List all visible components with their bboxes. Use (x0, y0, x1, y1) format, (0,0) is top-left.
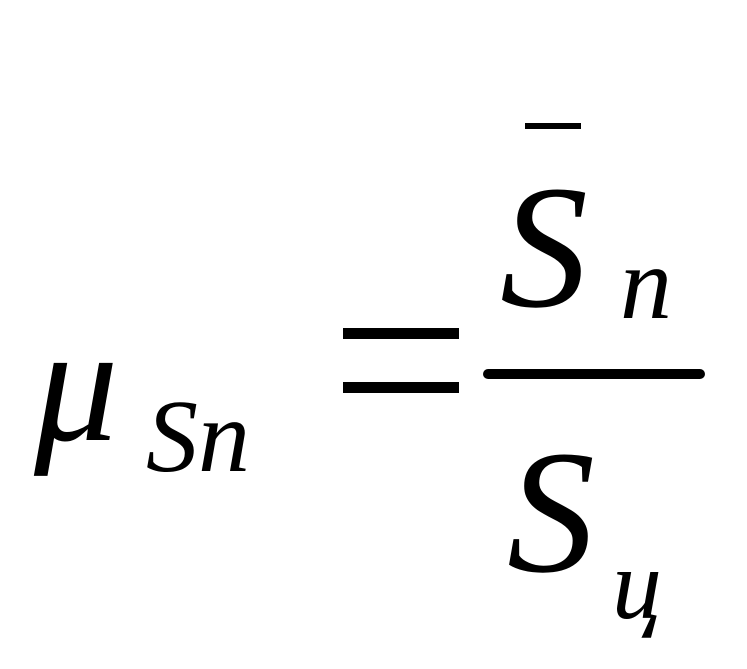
fraction-bar (483, 369, 705, 379)
numerator-overline (525, 123, 581, 129)
mu-subscript: Sn (146, 379, 250, 494)
equals-sign (343, 328, 459, 398)
equals-bar-bottom (343, 382, 459, 393)
denominator-symbol: S (507, 415, 595, 610)
equals-bar-top (343, 328, 459, 339)
numerator-subscript: n (620, 226, 672, 341)
denominator-subscript: ц (612, 529, 662, 640)
mu-symbol: μ (34, 291, 119, 477)
numerator-symbol: S (500, 150, 588, 345)
